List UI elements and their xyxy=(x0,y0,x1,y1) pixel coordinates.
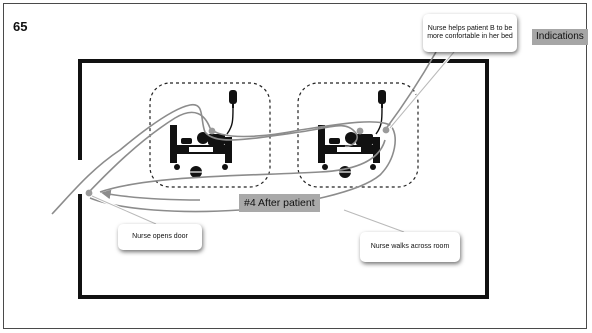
callout-text: Nurse walks across room xyxy=(370,243,450,250)
chair-icon xyxy=(190,166,202,178)
hospital-bed-icon xyxy=(170,125,232,170)
path-marker xyxy=(356,127,364,135)
callout-nurse-helps: Nurse helps patient B to be more confort… xyxy=(423,14,517,52)
callout-nurse-walks: Nurse walks across room xyxy=(360,232,460,262)
iv-drip-icon xyxy=(226,89,238,135)
diagram-title: #4 After patient xyxy=(239,194,320,212)
indications-label[interactable]: Indications xyxy=(532,29,588,45)
path-arrow xyxy=(101,189,201,201)
callout-pointer-edges xyxy=(91,51,455,233)
slide-frame xyxy=(3,3,587,329)
callout-text: Nurse opens door xyxy=(132,233,188,240)
path-marker xyxy=(85,189,93,197)
nurse-path xyxy=(51,51,437,215)
path-marker xyxy=(382,126,390,134)
callout-text: Nurse helps patient B to be more confort… xyxy=(427,25,513,40)
page-number: 65 xyxy=(13,19,28,34)
hospital-bed-icon xyxy=(318,125,380,170)
door-opening xyxy=(77,160,83,194)
callout-nurse-opens-door: Nurse opens door xyxy=(118,224,202,250)
path-marker xyxy=(208,127,216,135)
